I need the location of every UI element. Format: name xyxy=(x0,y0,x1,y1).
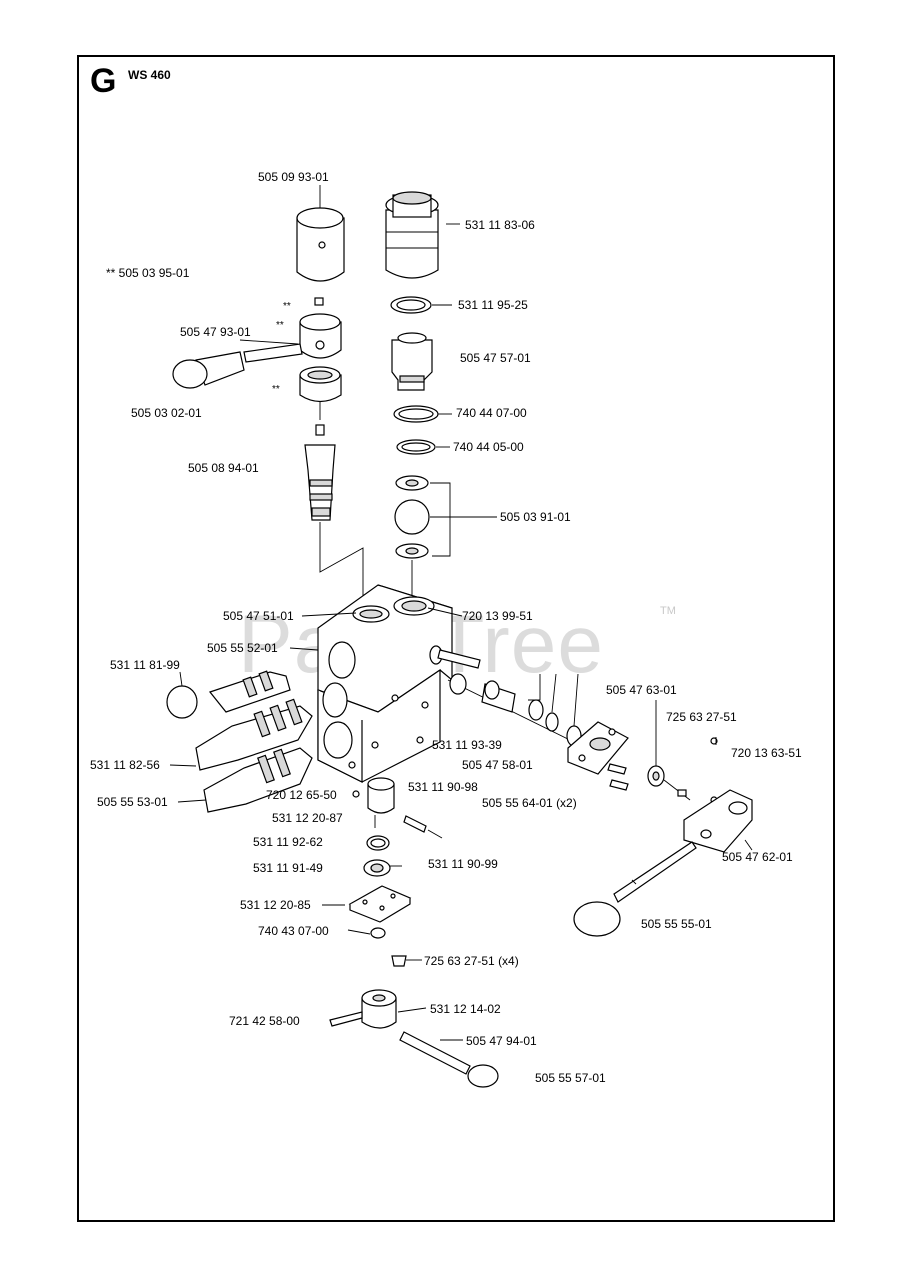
spool-part xyxy=(385,191,439,279)
part-label: 531 12 20-87 xyxy=(272,811,343,825)
flange-part xyxy=(567,721,629,775)
valve-housing-part xyxy=(317,584,453,783)
ball-part xyxy=(394,499,430,535)
part-label: ** 505 03 95-01 xyxy=(106,266,190,280)
part-label: 720 13 63-51 xyxy=(731,746,802,760)
part-label: 720 13 99-51 xyxy=(462,609,533,623)
part-label: 505 47 57-01 xyxy=(460,351,531,365)
part-label: 505 55 64-01 (x2) xyxy=(482,796,577,810)
lever-hub-part xyxy=(361,989,397,1029)
pin-part xyxy=(677,789,687,797)
marker-double-star: ** xyxy=(272,384,280,395)
part-label: 505 47 63-01 xyxy=(606,683,677,697)
part-label: 505 47 58-01 xyxy=(462,758,533,772)
part-label: 531 11 81-99 xyxy=(110,658,180,672)
model-name: WS 460 xyxy=(128,68,171,82)
pin-part xyxy=(437,649,481,669)
part-label: 505 03 91-01 xyxy=(500,510,571,524)
washer-part xyxy=(528,699,544,721)
part-label: 740 44 05-00 xyxy=(453,440,524,454)
part-label: 531 12 20-85 xyxy=(240,898,311,912)
part-label: 531 11 90-98 xyxy=(408,780,478,794)
part-label: 505 47 94-01 xyxy=(466,1034,537,1048)
part-label: 505 55 55-01 xyxy=(641,917,712,931)
part-label: 505 55 57-01 xyxy=(535,1071,606,1085)
relief-valve-part xyxy=(195,698,313,771)
cap-part xyxy=(166,685,198,719)
fitting-part xyxy=(481,680,516,713)
pin-part xyxy=(329,1011,363,1027)
part-label: 505 03 02-01 xyxy=(131,406,202,420)
part-label: 505 47 51-01 xyxy=(223,609,294,623)
knob-part xyxy=(172,351,245,389)
part-label: 531 11 83-06 xyxy=(465,218,535,232)
fitting-part xyxy=(449,673,467,695)
sleeve-part xyxy=(296,207,345,282)
relief-valve-part xyxy=(203,747,313,813)
relief-valve-part xyxy=(208,670,291,713)
marker-double-star: ** xyxy=(283,301,291,312)
part-label: 505 55 52-01 xyxy=(207,641,278,655)
part-label: 531 11 93-39 xyxy=(432,738,502,752)
valve-cap-part xyxy=(299,313,342,359)
watermark-tm: TM xyxy=(660,605,676,617)
section-letter: G xyxy=(90,62,117,100)
part-label: 531 11 82-56 xyxy=(90,758,160,772)
screw-part xyxy=(391,955,407,967)
o-ring-part xyxy=(545,712,559,732)
part-label: 725 63 27-51 xyxy=(666,710,737,724)
pin-part xyxy=(352,790,360,798)
coupling-part xyxy=(367,777,395,814)
cartridge-part xyxy=(304,444,336,521)
bolt-part xyxy=(609,779,629,791)
lever-rod-part xyxy=(399,1031,471,1075)
part-label: 505 09 93-01 xyxy=(258,170,329,184)
cup-part xyxy=(299,366,342,403)
pin-part xyxy=(243,343,303,363)
part-label: 725 63 27-51 (x4) xyxy=(424,954,519,968)
diagram-frame xyxy=(77,55,835,1222)
pin-part xyxy=(710,737,718,745)
part-label: 531 11 92-62 xyxy=(253,835,323,849)
small-pin-part xyxy=(315,424,325,436)
valve-body-part xyxy=(391,332,433,391)
part-label: 505 55 53-01 xyxy=(97,795,168,809)
part-label: 505 08 94-01 xyxy=(188,461,259,475)
marker-double-star: ** xyxy=(276,320,284,331)
part-label: 740 44 07-00 xyxy=(456,406,527,420)
small-screw-part xyxy=(314,297,324,306)
part-label: 531 11 95-25 xyxy=(458,298,528,312)
handle-part xyxy=(573,841,697,937)
pin-part xyxy=(403,815,427,833)
part-label: 740 43 07-00 xyxy=(258,924,329,938)
part-label: 721 42 58-00 xyxy=(229,1014,300,1028)
circlip-part xyxy=(370,927,386,939)
part-label: 531 11 90-99 xyxy=(428,857,498,871)
knob-part xyxy=(467,1064,499,1088)
lever-bracket-part xyxy=(683,789,753,853)
part-label: 720 12 65-50 xyxy=(266,788,337,802)
plate-part xyxy=(348,885,412,923)
part-label: 505 47 62-01 xyxy=(722,850,793,864)
part-label: 505 47 93-01 xyxy=(180,325,251,339)
part-label: 531 11 91-49 xyxy=(253,861,323,875)
part-label: 531 12 14-02 xyxy=(430,1002,501,1016)
bolt-part xyxy=(607,763,627,775)
